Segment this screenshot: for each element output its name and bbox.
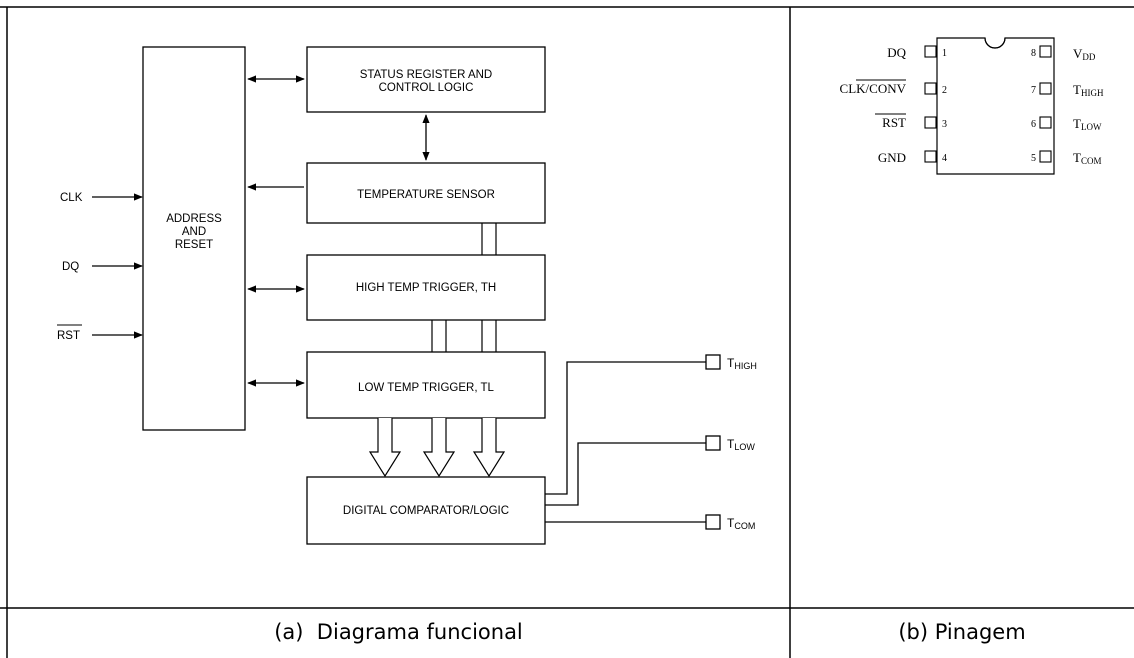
output-tcom-label: TCOM xyxy=(727,516,755,531)
pin-4-name: GND xyxy=(878,150,906,165)
tcom-pad xyxy=(705,514,721,530)
pin-6-name: TLOW xyxy=(1073,116,1102,132)
svg-text:1: 1 xyxy=(942,48,947,59)
output-thigh-label: THIGH xyxy=(727,356,757,371)
pin-5-name: TCOM xyxy=(1073,150,1101,166)
caption-pinout: (b) Pinagem xyxy=(898,620,1026,644)
left-pin-names: DQ CLK/CONV RST GND xyxy=(840,45,907,165)
right-pin-names: VDD THIGH TLOW TCOM xyxy=(1073,46,1104,166)
svg-text:4: 4 xyxy=(942,153,947,164)
input-rst-label: RST xyxy=(57,330,80,342)
pinout-diagram: 1 2 3 4 DQ CLK/CONV RST GND 8 7 6 5 VDD xyxy=(840,37,1104,175)
left-pin-numbers: 1 2 3 4 xyxy=(942,48,947,164)
svg-text:2: 2 xyxy=(942,85,947,96)
caption-functional-diagram: (a) Diagrama funcional xyxy=(274,620,523,644)
pin-2-name: CLK/CONV xyxy=(840,81,907,96)
pin-8-name: VDD xyxy=(1073,46,1096,62)
output-pads xyxy=(705,354,721,530)
hollow-arrow-3 xyxy=(472,418,506,478)
hollow-arrow-1 xyxy=(368,418,402,478)
status-register-line-2: CONTROL LOGIC xyxy=(379,82,474,94)
address-block-line-3: RESET xyxy=(175,239,213,251)
hollow-arrows xyxy=(368,418,506,478)
bus-arrows xyxy=(247,75,430,387)
right-pin-numbers: 8 7 6 5 xyxy=(1031,48,1036,164)
comparator-block xyxy=(306,476,546,545)
temperature-sensor-block xyxy=(306,162,546,224)
input-clk-label: CLK xyxy=(60,192,83,204)
low-temp-trigger-block xyxy=(306,351,546,419)
pin-7-name: THIGH xyxy=(1073,82,1104,98)
address-reset-block xyxy=(142,46,246,431)
svg-text:7: 7 xyxy=(1031,85,1036,96)
high-temp-trigger-label: HIGH TEMP TRIGGER, TH xyxy=(356,282,496,294)
ic-body xyxy=(936,37,1055,175)
address-block-line-1: ADDRESS xyxy=(166,213,222,225)
svg-text:5: 5 xyxy=(1031,153,1036,164)
tlow-line xyxy=(545,442,706,506)
temperature-sensor-label: TEMPERATURE SENSOR xyxy=(357,189,495,201)
right-pin-pads xyxy=(1039,45,1052,163)
status-register-line-1: STATUS REGISTER AND xyxy=(360,69,492,81)
tlow-pad xyxy=(705,435,721,451)
high-temp-trigger-block xyxy=(306,254,546,321)
address-block-line-2: AND xyxy=(182,226,206,238)
internal-buses xyxy=(431,223,497,352)
left-pin-pads xyxy=(924,45,937,163)
thigh-line xyxy=(545,361,706,495)
pin-1-name: DQ xyxy=(887,45,906,60)
ic-notch xyxy=(984,37,1006,49)
output-tlow-label: TLOW xyxy=(727,437,755,452)
svg-text:3: 3 xyxy=(942,119,947,130)
svg-text:8: 8 xyxy=(1031,48,1036,59)
pin-3-name: RST xyxy=(882,115,906,130)
thigh-pad xyxy=(705,354,721,370)
output-lines xyxy=(545,361,706,523)
table-grid xyxy=(0,6,1134,658)
status-register-block xyxy=(306,46,546,113)
hollow-arrow-2 xyxy=(422,418,456,478)
input-dq-label: DQ xyxy=(62,261,79,273)
comparator-label: DIGITAL COMPARATOR/LOGIC xyxy=(343,505,509,517)
low-temp-trigger-label: LOW TEMP TRIGGER, TL xyxy=(358,382,495,394)
functional-diagram: ADDRESS AND RESET CLK DQ RST STATUS REGI… xyxy=(57,46,757,545)
svg-text:6: 6 xyxy=(1031,119,1036,130)
